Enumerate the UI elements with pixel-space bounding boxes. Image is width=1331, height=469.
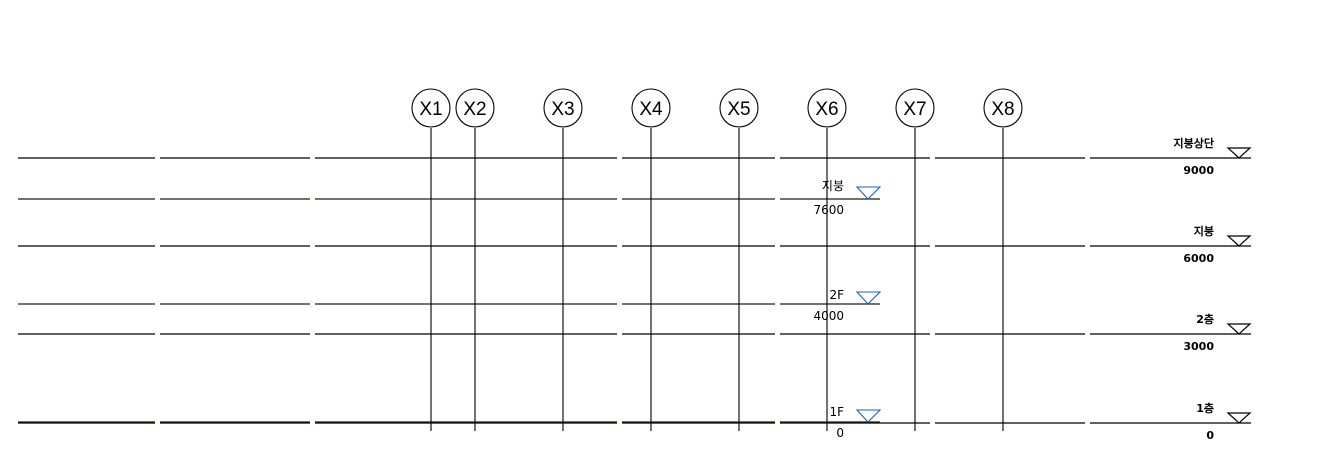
grid-label: X1 (419, 99, 442, 120)
grid-bubble[interactable] (631, 88, 671, 128)
grid-label: X2 (463, 99, 486, 120)
level-marker-primary-icon (1226, 147, 1252, 159)
grid-label: X4 (639, 99, 663, 120)
level-value-secondary: 4000 (813, 309, 844, 323)
level-value-primary: 0 (1206, 429, 1214, 442)
level-value-primary: 3000 (1183, 340, 1214, 353)
level-marker-secondary-icon (855, 291, 882, 305)
level-name-secondary: 지붕 (822, 179, 844, 193)
level-name-secondary: 2F (829, 288, 844, 302)
level-name-secondary: 1F (829, 405, 844, 419)
grid-bubble[interactable] (543, 88, 583, 128)
grid-bubble[interactable] (455, 88, 495, 128)
level-marker-primary-icon (1226, 323, 1252, 335)
grid-label: X5 (727, 99, 750, 120)
level-value-primary: 9000 (1183, 164, 1214, 177)
level-value-secondary: 7600 (813, 203, 844, 217)
level-value-primary: 6000 (1183, 252, 1214, 265)
grid-bubble[interactable] (411, 88, 451, 128)
level-value-secondary: 0 (836, 426, 844, 440)
grid-label: X6 (815, 99, 838, 120)
level-marker-secondary-icon (855, 409, 882, 423)
level-marker-secondary-icon (855, 186, 882, 200)
level-marker-primary-icon (1226, 412, 1252, 424)
level-name-primary: 1층 (1196, 401, 1214, 415)
grid-label: X3 (551, 99, 574, 120)
level-name-primary: 지붕상단 (1174, 136, 1214, 150)
grid-label: X8 (991, 99, 1014, 120)
grid-label: X7 (903, 99, 926, 120)
level-marker-primary-icon (1226, 235, 1252, 247)
grid-bubble[interactable] (983, 88, 1023, 128)
grid-bubble[interactable] (895, 88, 935, 128)
grid-bubble[interactable] (719, 88, 759, 128)
level-name-primary: 지붕 (1194, 224, 1214, 238)
grid-bubble[interactable] (807, 88, 847, 128)
level-name-primary: 2층 (1196, 312, 1214, 326)
